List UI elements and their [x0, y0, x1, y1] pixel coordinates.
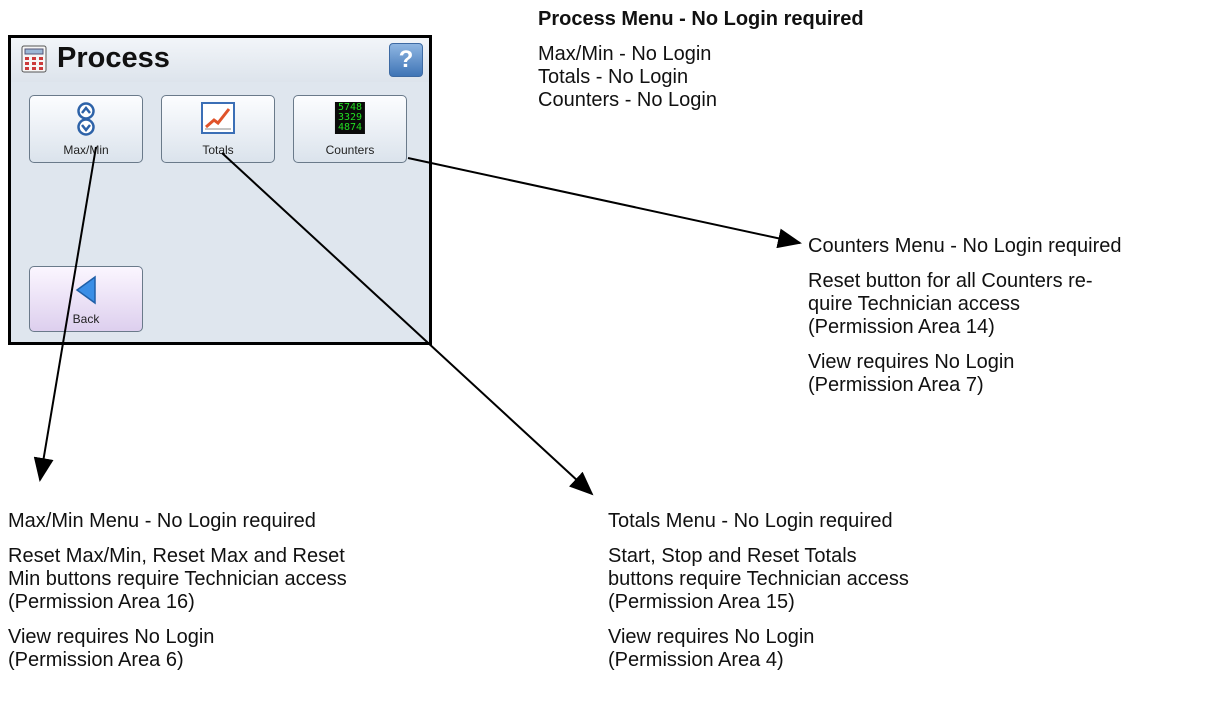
totals-menu-heading: Totals Menu - No Login required — [608, 510, 893, 532]
screen-titlebar: Process ? — [11, 38, 429, 82]
counters-view-line: View requires No Login — [808, 351, 1015, 373]
counters-menu-heading: Counters Menu - No Login required — [808, 235, 1122, 257]
process-menu-line: Counters - No Login — [538, 89, 717, 111]
counters-reset-line: (Permission Area 14) — [808, 316, 995, 338]
maxmin-view-line: View requires No Login — [8, 626, 215, 648]
counters-reset-line: quire Technician access — [808, 293, 1020, 315]
counter-digits-row: 3329 — [337, 112, 363, 123]
arrow-to-counters-menu — [407, 157, 802, 249]
line-chart-icon — [201, 102, 235, 134]
process-menu-heading: Process Menu - No Login required — [538, 8, 864, 30]
counters-reset-line: Reset button for all Counters re- — [808, 270, 1093, 292]
totals-reset-line: Start, Stop and Reset Totals — [608, 545, 857, 567]
calculator-icon — [21, 45, 47, 73]
maxmin-icon — [77, 102, 95, 136]
totals-menu-note: Totals Menu - No Login required Start, S… — [608, 510, 909, 672]
counters-button-label: Counters — [325, 143, 375, 157]
counter-digits-row: 5748 — [337, 102, 363, 113]
process-menu-line: Totals - No Login — [538, 66, 689, 88]
counters-view-line: (Permission Area 7) — [808, 374, 984, 396]
back-button-label: Back — [72, 312, 100, 326]
screen-title: Process — [57, 42, 170, 74]
counters-menu-note: Counters Menu - No Login required Reset … — [808, 235, 1220, 397]
counter-digits-row: 4874 — [337, 122, 363, 133]
help-button[interactable]: ? — [389, 43, 423, 77]
maxmin-reset-line: (Permission Area 16) — [8, 591, 195, 613]
maxmin-menu-heading: Max/Min Menu - No Login required — [8, 510, 316, 532]
counters-button[interactable]: 5748 3329 4874 Counters — [293, 95, 407, 163]
maxmin-view-line: (Permission Area 6) — [8, 649, 184, 671]
maxmin-button[interactable]: Max/Min — [29, 95, 143, 163]
maxmin-reset-line: Reset Max/Min, Reset Max and Reset — [8, 545, 345, 567]
process-screen: Process ? Max/Min Totals 5748 3329 4874 … — [8, 35, 432, 345]
process-menu-note: Process Menu - No Login required Max/Min… — [538, 8, 864, 112]
maxmin-reset-line: Min buttons require Technician access — [8, 568, 347, 590]
totals-view-line: (Permission Area 4) — [608, 649, 784, 671]
back-arrow-icon — [75, 275, 96, 305]
totals-reset-line: (Permission Area 15) — [608, 591, 795, 613]
process-menu-line: Max/Min - No Login — [538, 43, 712, 65]
totals-button[interactable]: Totals — [161, 95, 275, 163]
maxmin-button-label: Max/Min — [63, 143, 109, 157]
totals-reset-line: buttons require Technician access — [608, 568, 909, 590]
totals-view-line: View requires No Login — [608, 626, 815, 648]
counter-digits-icon: 5748 3329 4874 — [334, 102, 366, 134]
back-button[interactable]: Back — [29, 266, 143, 332]
totals-button-label: Totals — [202, 143, 234, 157]
maxmin-menu-note: Max/Min Menu - No Login required Reset M… — [8, 510, 347, 672]
